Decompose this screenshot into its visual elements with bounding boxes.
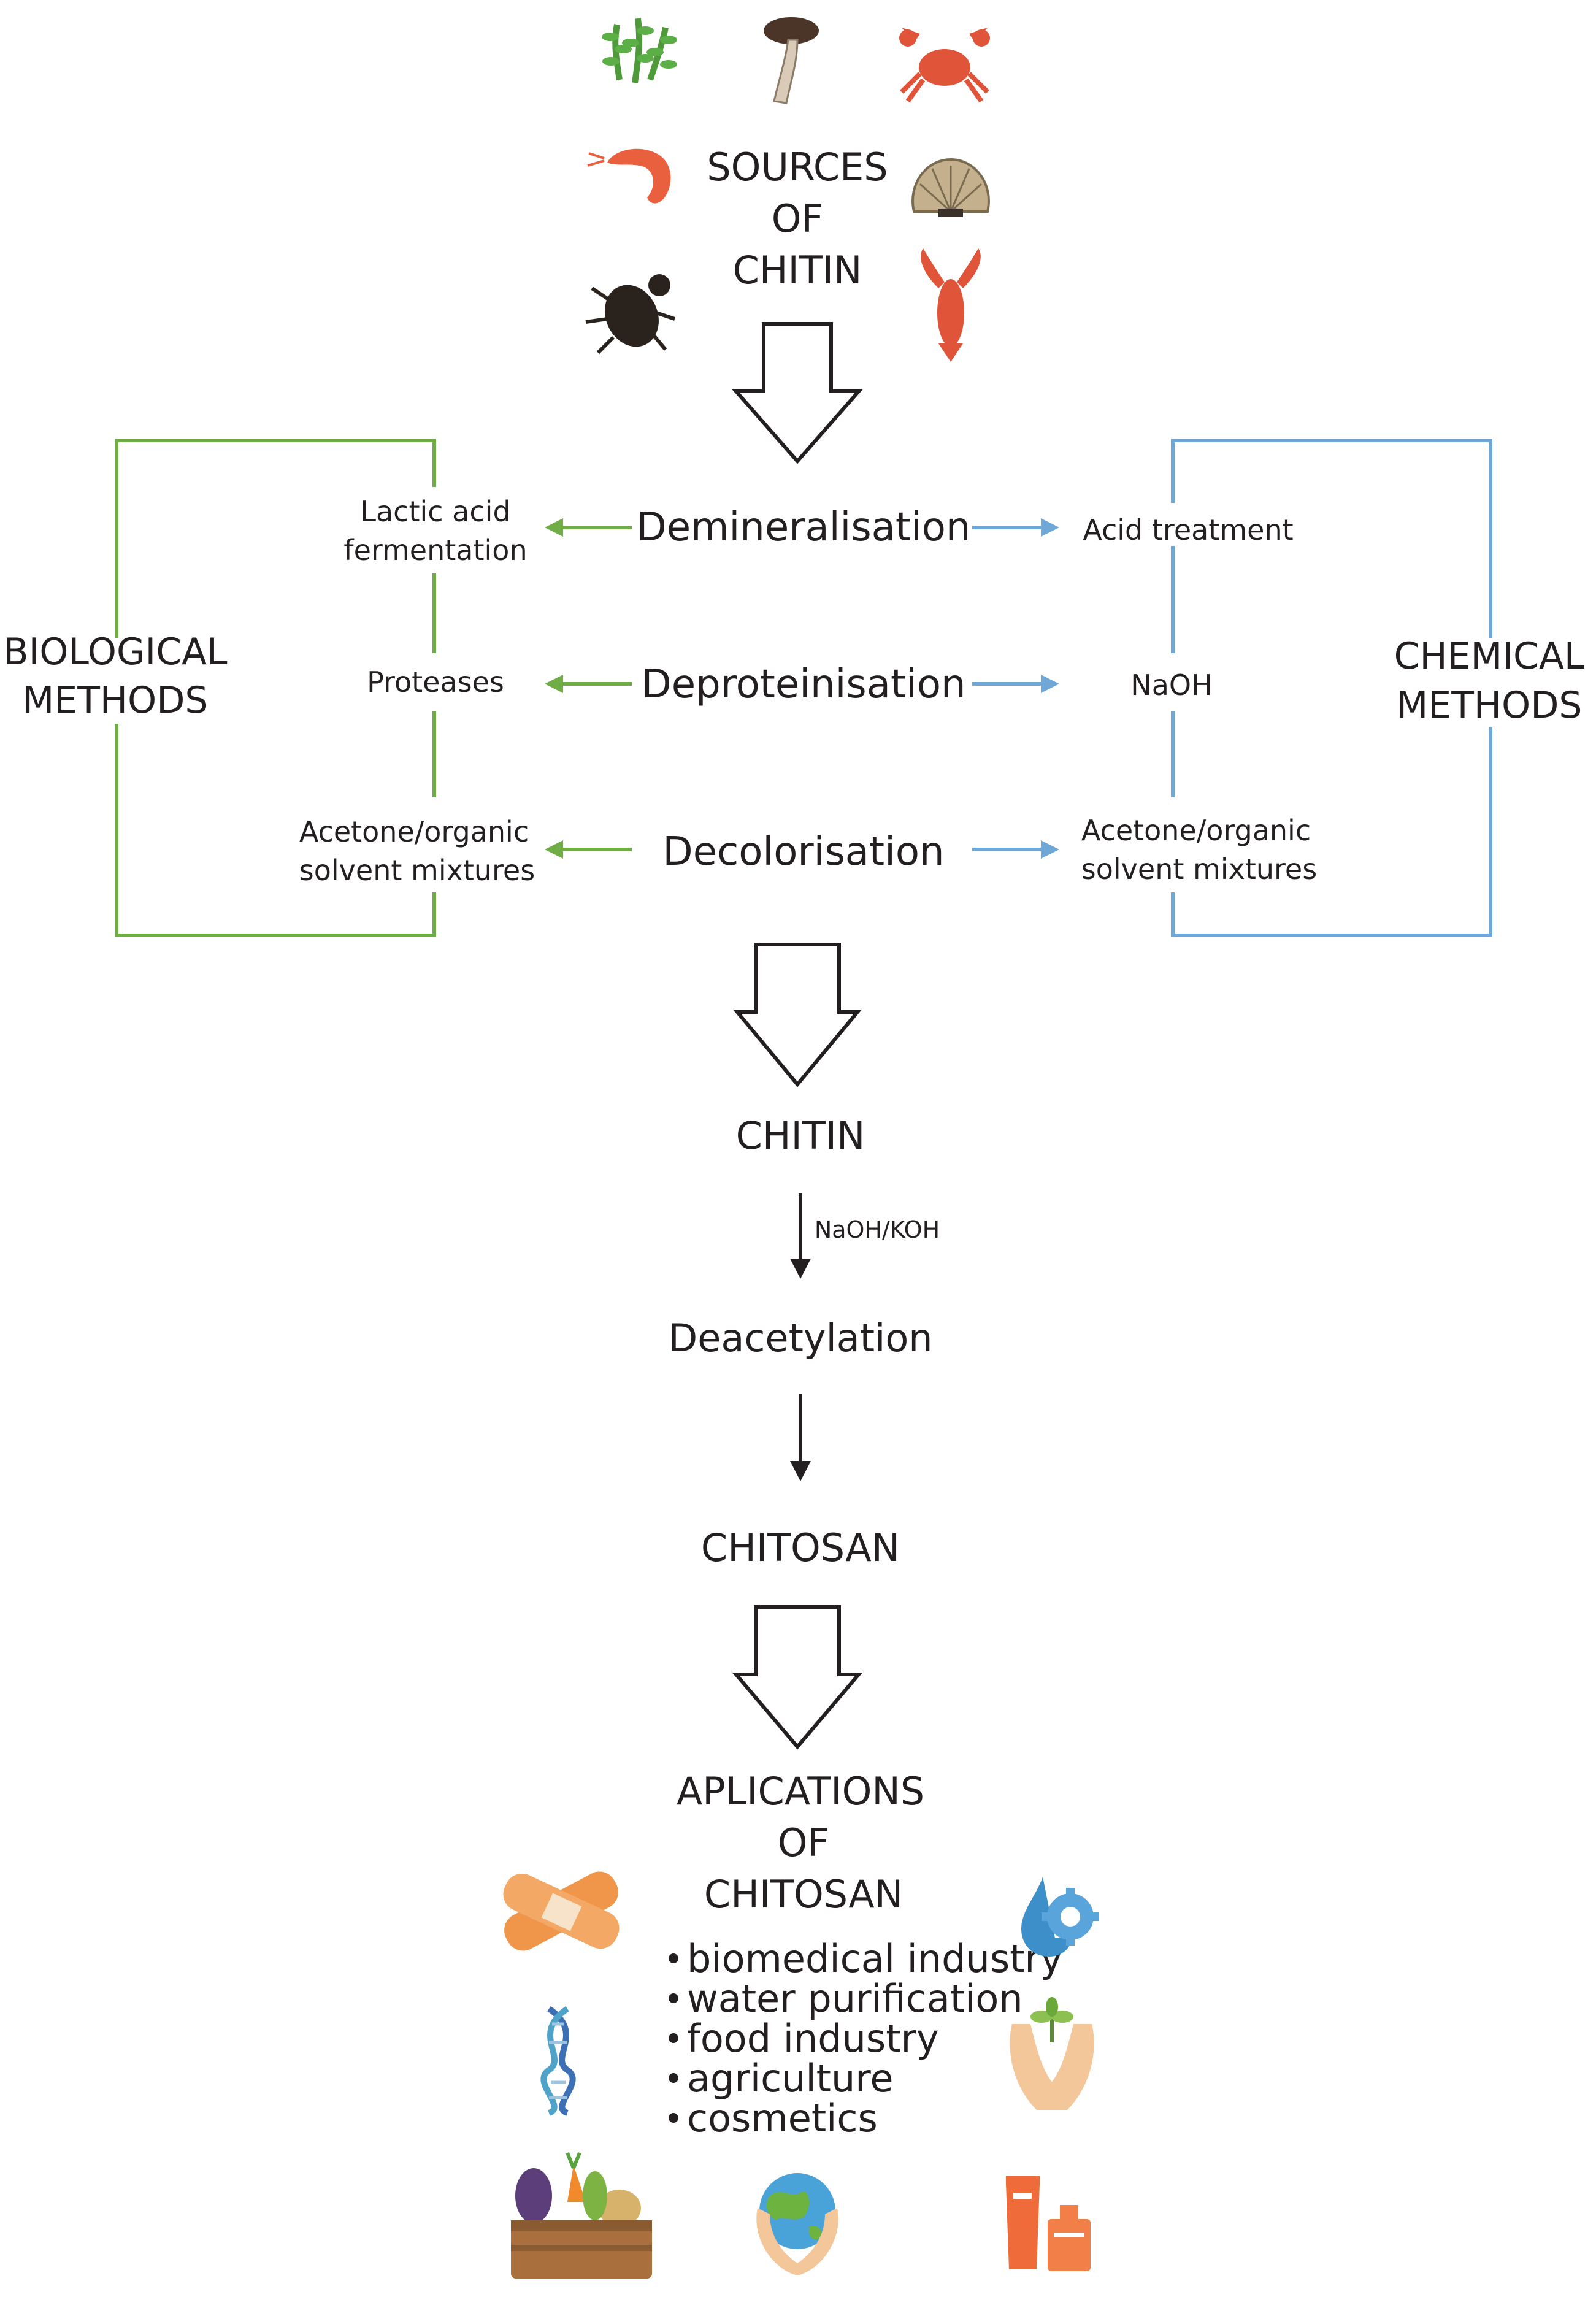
svg-text:biomedical industry: biomedical industry [687,1936,1063,1981]
chemical-item-1: Acid treatment [1083,513,1293,546]
chitin-label: CHITIN [736,1113,865,1158]
biological-label-line-1: BIOLOGICAL [3,631,228,673]
applications-title-line-1: APLICATIONS [677,1769,924,1814]
shrimp-icon [587,148,671,204]
chemical-item-2: NaOH [1130,669,1212,702]
globe-hands-icon [756,2173,838,2275]
hands-plant-icon [1010,1997,1094,2110]
list-item: agriculture [669,2056,894,2101]
biological-methods-box [115,439,436,937]
reagent-label: NaOH/KOH [815,1216,940,1243]
biological-label-line-2: METHODS [23,679,209,722]
lobster-icon [921,248,981,362]
biological-item-1-line-2: fermentation [343,534,527,567]
chemical-label-line-1: CHEMICAL [1394,635,1585,678]
biological-arrows [545,518,632,859]
chemical-item-3-line-1: Acetone/organic [1081,814,1311,847]
chemical-item-3-line-2: solvent mixtures [1081,853,1317,886]
bandage-icon [503,1871,620,1951]
dna-icon [540,2006,576,2116]
applications-list: biomedical industry water purification f… [669,1936,1063,2141]
list-item: food industry [669,2016,939,2061]
step-demineralisation: Demineralisation [637,505,971,550]
sources-title-line-2: OF [772,196,823,241]
chemical-arrows [972,518,1059,859]
biological-item-3-line-2: solvent mixtures [299,854,535,887]
algae-icon [602,18,677,83]
shell-icon [911,158,990,217]
process-arrow-middle [733,943,862,1087]
chemical-label-line-2: METHODS [1397,684,1583,727]
chitosan-label: CHITOSAN [701,1525,900,1570]
beetle-icon [585,274,675,355]
crab-icon [899,28,990,103]
applications-title-line-3: CHITOSAN [704,1872,903,1917]
list-item: water purification [669,1976,1023,2021]
sources-title-line-3: CHITIN [733,248,862,293]
list-item: cosmetics [669,2096,878,2141]
vegetable-crate-icon [511,2152,652,2279]
deacetylation-label: Deacetylation [668,1316,932,1360]
step-decolorisation: Decolorisation [662,829,944,875]
biological-item-1-line-1: Lactic acid [360,495,510,528]
chemical-methods-box [1171,439,1492,937]
svg-text:water purification: water purification [687,1976,1023,2021]
cosmetics-bottles-icon [1006,2176,1091,2271]
biological-item-3-line-1: Acetone/organic [299,815,529,848]
sources-title-line-1: SOURCES [707,145,888,190]
svg-text:agriculture: agriculture [687,2056,894,2101]
step-deproteinisation: Deproteinisation [641,662,965,707]
mushroom-icon [764,17,819,104]
biological-item-2: Proteases [367,665,504,699]
svg-text:food industry: food industry [687,2016,939,2061]
deacetylation-arrow [790,1394,811,1481]
process-arrow-top [732,322,863,464]
svg-text:cosmetics: cosmetics [687,2096,878,2141]
applications-title-line-2: OF [778,1820,829,1865]
process-arrow-bottom [732,1605,863,1750]
list-item: biomedical industry [669,1936,1063,1981]
water-drop-gear-icon [1021,1877,1099,1957]
reagent-arrow [790,1193,811,1279]
